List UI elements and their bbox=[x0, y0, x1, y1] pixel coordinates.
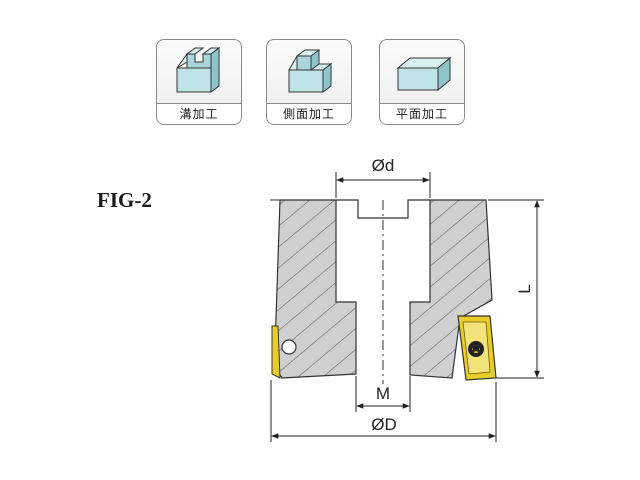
card-label: 側面加工 bbox=[267, 103, 351, 124]
slot-groove-icon bbox=[176, 47, 221, 93]
length-label: L bbox=[515, 284, 534, 293]
cutter-body-right-section bbox=[409, 199, 493, 379]
bore-diameter-label: Ød bbox=[372, 156, 395, 175]
thread-label: M bbox=[376, 384, 390, 403]
side-machining-card: 側面加工 bbox=[266, 39, 352, 125]
figure-label: FIG-2 bbox=[97, 188, 152, 212]
outer-diameter-dimension bbox=[270, 380, 497, 442]
thread-dimension bbox=[355, 376, 411, 412]
coolant-hole bbox=[281, 339, 297, 355]
flat-face-icon bbox=[396, 56, 452, 92]
insert-right bbox=[457, 315, 497, 381]
length-dimension bbox=[488, 199, 544, 379]
bore-outline bbox=[336, 199, 430, 219]
slot-machining-card: 溝加工 bbox=[156, 39, 242, 125]
side-shoulder-icon bbox=[288, 49, 333, 93]
outer-diameter-label: ØD bbox=[371, 415, 397, 434]
bore-diameter-dimension bbox=[335, 172, 431, 198]
face-machining-card: 平面加工 bbox=[379, 39, 465, 125]
card-label: 溝加工 bbox=[157, 103, 241, 124]
insert-left bbox=[271, 325, 281, 379]
card-label: 平面加工 bbox=[380, 103, 464, 124]
